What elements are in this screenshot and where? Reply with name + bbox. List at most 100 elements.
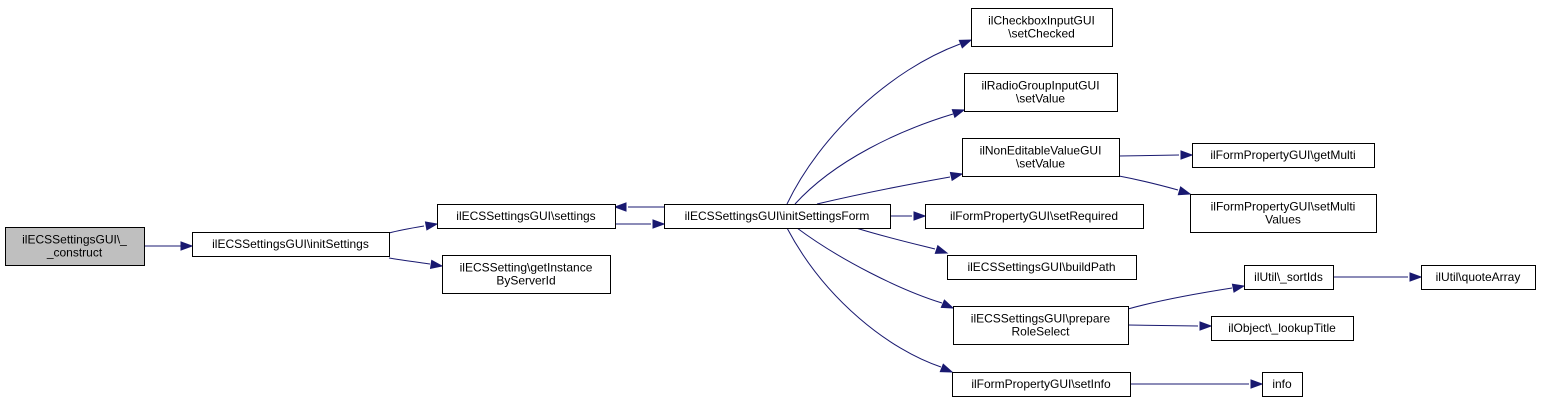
edge-line — [1127, 324, 1199, 327]
edge-line — [1118, 154, 1180, 157]
arrowhead — [652, 219, 666, 229]
node-label-line: ByServerId — [496, 274, 555, 288]
arrowhead — [1250, 379, 1264, 389]
arrowhead — [940, 299, 955, 309]
edge-line — [1118, 175, 1179, 191]
node-label-line: _construct — [46, 246, 103, 260]
edge-line — [1127, 287, 1233, 310]
node-box — [1190, 194, 1377, 233]
arrowhead — [429, 259, 444, 269]
node-label-line: ilRadioGroupInputGUI — [981, 79, 1099, 93]
edge-prepareRoleSelect-to-lookupTitle — [1127, 321, 1213, 331]
arrowhead — [1177, 186, 1192, 196]
node-box — [953, 306, 1129, 345]
call-nodes: ilECSSettingsGUI\__constructilECSSetting… — [5, 8, 1536, 397]
edge-line — [388, 257, 431, 265]
node-label-line: ilECSSettingsGUI\initSettingsForm — [685, 209, 870, 223]
edge-nonEditSetValue-to-getMulti — [1118, 150, 1194, 160]
edge-line — [816, 176, 951, 205]
edge-initSettingsForm-to-settings — [613, 202, 664, 212]
node-nonEditSetValue[interactable]: ilNonEditableValueGUI\setValue — [962, 138, 1120, 177]
edge-initSettingsForm-to-prepareRoleSelect — [796, 227, 955, 309]
node-buildPath[interactable]: ilECSSettingsGUI\buildPath — [947, 255, 1137, 280]
arrowhead — [1231, 283, 1246, 293]
node-box — [947, 255, 1137, 280]
node-label-line: ilFormPropertyGUI\setInfo — [971, 377, 1111, 391]
edge-initSettingsForm-to-setRequired — [890, 211, 927, 221]
arrowhead — [424, 221, 439, 231]
node-setInfo[interactable]: ilFormPropertyGUI\setInfo — [952, 372, 1131, 397]
edge-line — [388, 225, 425, 234]
edge-nonEditSetValue-to-setMultiValues — [1118, 175, 1192, 196]
node-label-line: ilCheckboxInputGUI — [988, 14, 1095, 28]
arrowhead — [1409, 272, 1423, 282]
edge-sortIds-to-quoteArray — [1333, 272, 1423, 282]
node-label-line: \setValue — [1016, 157, 1065, 171]
arrowhead — [934, 244, 949, 254]
node-box — [1192, 143, 1375, 168]
arrowhead — [913, 211, 927, 221]
node-info[interactable]: info — [1262, 372, 1303, 397]
node-radioSetValue[interactable]: ilRadioGroupInputGUI\setValue — [964, 73, 1118, 112]
edge-line — [796, 227, 943, 304]
node-label-line: ilFormPropertyGUI\setRequired — [950, 209, 1118, 223]
node-quoteArray[interactable]: ilUtil\quoteArray — [1421, 265, 1536, 290]
node-box — [952, 372, 1131, 397]
node-box — [971, 8, 1113, 47]
node-label-line: ilNonEditableValueGUI — [980, 144, 1102, 158]
arrowhead — [951, 109, 966, 119]
call-edges — [144, 39, 1423, 389]
node-label-line: Values — [1265, 213, 1301, 227]
edge-setInfo-to-info — [1130, 379, 1264, 389]
edge-construct-to-initSettings — [144, 241, 194, 251]
node-label-line: ilObject\_lookupTitle — [1228, 321, 1336, 335]
node-box — [1244, 265, 1334, 290]
node-box — [664, 204, 891, 229]
node-setChecked[interactable]: ilCheckboxInputGUI\setChecked — [971, 8, 1113, 47]
node-box — [5, 227, 145, 266]
node-box — [964, 73, 1118, 112]
edge-line — [855, 227, 936, 250]
arrowhead — [1180, 150, 1194, 160]
node-initSettings[interactable]: ilECSSettingsGUI\initSettings — [192, 232, 390, 257]
node-label-line: ilFormPropertyGUI\getMulti — [1210, 148, 1355, 162]
edge-initSettingsForm-to-setChecked — [786, 39, 973, 205]
node-box — [437, 204, 616, 229]
node-label-line: RoleSelect — [1011, 325, 1070, 339]
node-label-line: ilECSSettingsGUI\_ — [22, 233, 127, 247]
node-box — [192, 232, 390, 257]
node-label-line: \setChecked — [1008, 27, 1075, 41]
node-sortIds[interactable]: ilUtil\_sortIds — [1244, 265, 1334, 290]
edge-initSettingsForm-to-nonEditSetValue — [816, 171, 964, 205]
node-label-line: ilUtil\quoteArray — [1436, 270, 1521, 284]
node-box — [925, 204, 1144, 229]
node-label-line: info — [1272, 377, 1292, 391]
arrowhead — [949, 171, 964, 182]
node-box — [1262, 372, 1303, 397]
edge-initSettingsForm-to-buildPath — [855, 227, 949, 254]
edge-line — [786, 227, 942, 368]
node-setRequired[interactable]: ilFormPropertyGUI\setRequired — [925, 204, 1144, 229]
edge-settings-to-initSettingsForm — [615, 219, 666, 229]
node-label-line: ilECSSettingsGUI\buildPath — [967, 260, 1115, 274]
node-label-line: \setValue — [1016, 92, 1065, 106]
arrowhead — [958, 39, 973, 49]
node-label-line: ilECSSettingsGUI\prepare — [971, 312, 1111, 326]
node-label-line: ilUtil\_sortIds — [1254, 270, 1323, 284]
node-lookupTitle[interactable]: ilObject\_lookupTitle — [1211, 316, 1354, 341]
node-label-line: ilFormPropertyGUI\setMulti — [1211, 200, 1356, 214]
node-settings[interactable]: ilECSSettingsGUI\settings — [437, 204, 616, 229]
arrowhead — [613, 202, 627, 212]
edge-initSettings-to-settings — [388, 221, 439, 234]
edge-initSettings-to-getInstance — [388, 257, 444, 269]
node-box — [962, 138, 1120, 177]
node-label-line: ilECSSettingsGUI\settings — [456, 209, 595, 223]
node-getMulti[interactable]: ilFormPropertyGUI\getMulti — [1192, 143, 1375, 168]
node-initSettingsForm[interactable]: ilECSSettingsGUI\initSettingsForm — [664, 204, 891, 229]
node-construct: ilECSSettingsGUI\__construct — [5, 227, 145, 266]
edge-line — [786, 43, 961, 205]
